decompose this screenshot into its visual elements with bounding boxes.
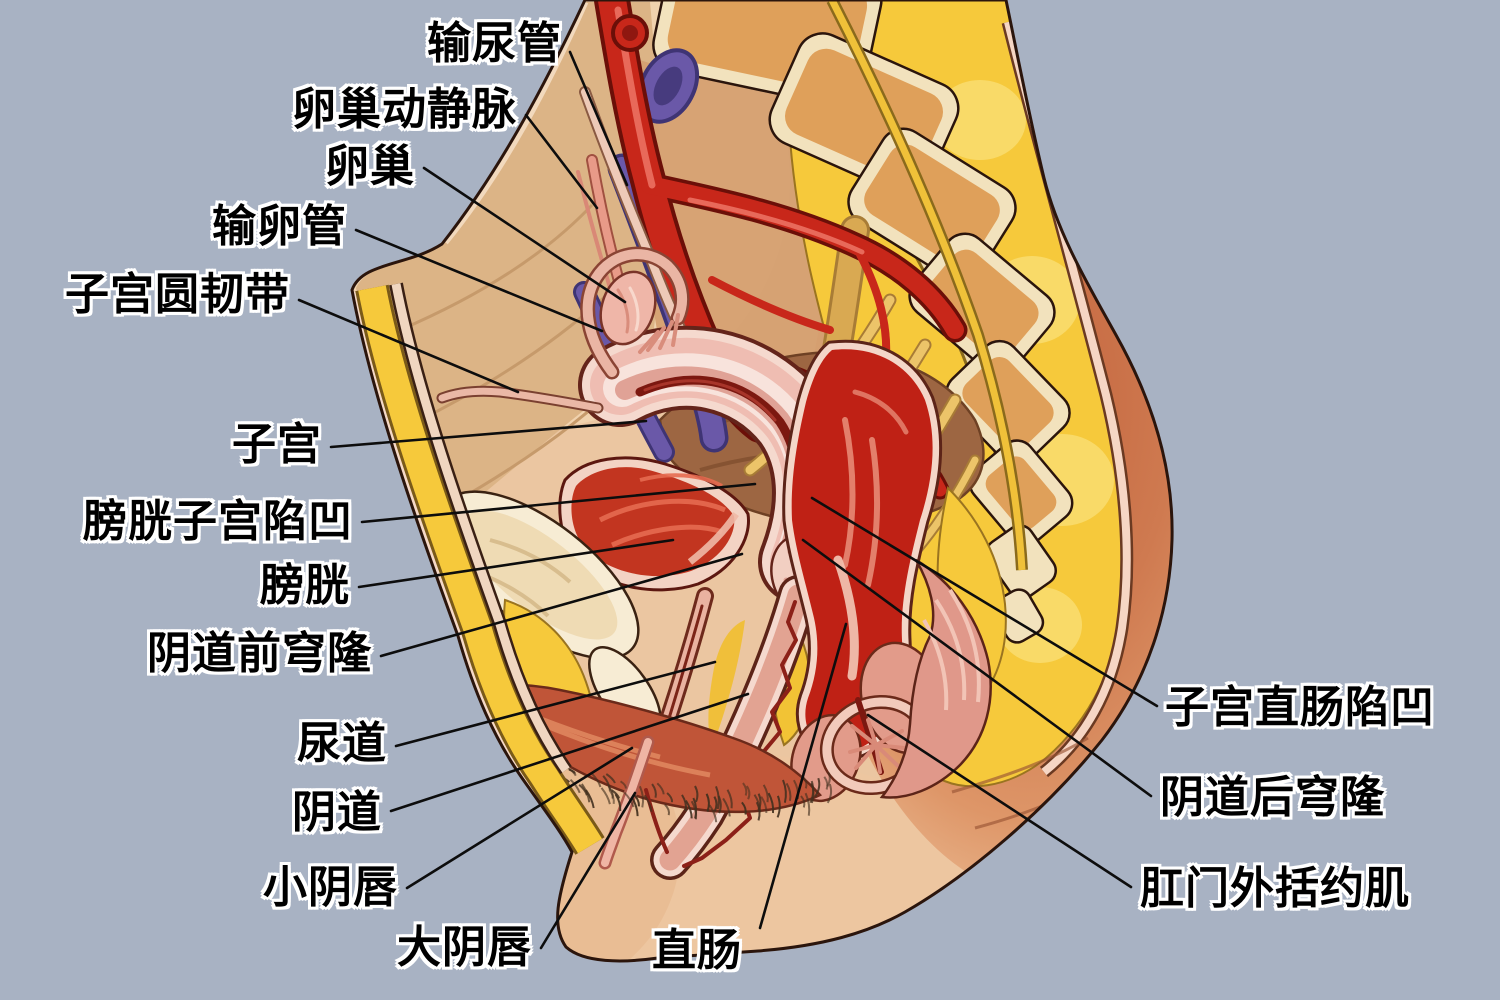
adnexa [436,246,690,414]
hair-stroke [782,779,787,803]
leader-vesicouterine-pouch [360,482,757,524]
hair-stroke [692,797,698,819]
hair-stroke [614,793,622,812]
leader-posterior-fornix [801,538,1153,798]
hair-stroke [708,804,718,823]
hair-stroke [664,803,670,816]
hair-stroke [578,784,588,796]
hair-stroke [705,793,710,812]
hair-stroke [666,792,674,803]
hair-stroke [685,800,693,819]
hair-stroke [767,792,775,814]
hair-stroke [638,785,645,808]
leader-ureter [568,50,629,187]
hair-stroke [760,796,768,814]
hair-stroke [741,801,747,815]
hair-stroke [568,768,576,774]
hair-stroke [656,782,665,795]
hair-stroke [569,778,581,794]
leader-fallopian-tube [354,228,604,333]
leader-rectum [758,622,848,930]
hair-stroke [681,794,687,812]
leader-anterior-fornix [379,552,744,658]
leader-uterus [329,419,648,449]
leader-bladder [357,538,675,589]
leader-labia-majora [539,791,637,950]
hair-stroke [726,789,733,809]
hair-stroke [585,789,595,809]
hair-stroke [619,780,627,789]
hair-stroke [713,796,718,812]
leader-ovary [422,166,627,304]
hair-stroke [810,782,815,804]
leader-vagina [389,692,750,813]
hair-stroke [633,794,640,807]
hair-stroke [757,793,762,811]
hair-stroke [591,773,602,788]
hair-stroke [745,785,751,800]
hair-stroke [605,773,616,784]
hair-stroke [600,787,611,805]
hair-stroke [762,784,769,803]
leader-urethra [394,660,717,748]
hair-stroke [802,776,808,789]
hair-stroke [804,792,811,816]
hair-stroke [607,785,614,799]
hair-stroke [776,795,781,818]
sacrum-vertebrae [652,0,1074,644]
hair-stroke [643,794,653,812]
hair-stroke [717,795,722,814]
leader-labia-minora [405,746,634,890]
hair-stroke [742,782,748,796]
leader-anal-sphincter [866,713,1133,889]
hair-stroke [814,777,821,798]
hair-stroke [755,801,761,821]
leader-round-ligament [297,298,520,394]
hair-stroke [694,785,699,803]
hair-stroke [826,771,831,787]
leader-rectouterine-pouch [810,496,1159,708]
hair-stroke [785,782,792,801]
hair-stroke [651,783,657,798]
hair-stroke [823,776,829,790]
hair-stroke [800,795,806,808]
vulva-folds [598,735,669,870]
hair-stroke [722,797,731,817]
leader-ovarian-vessels [524,113,599,210]
hair-stroke [826,783,833,804]
